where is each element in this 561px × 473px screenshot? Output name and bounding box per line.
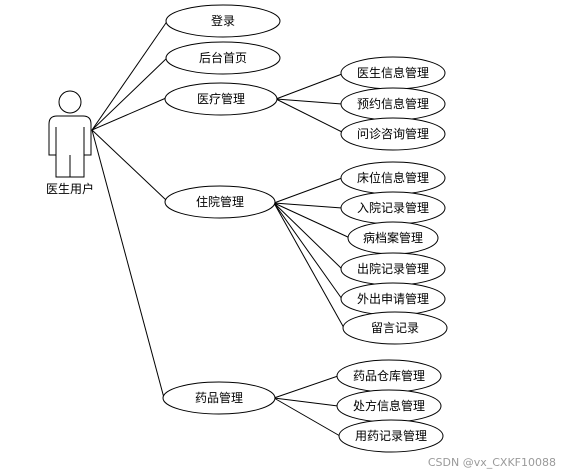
sub-case-leave-request[interactable]: 外出申请管理: [340, 282, 446, 316]
sub-case-consultation-ellipse: [340, 117, 446, 151]
sub-case-medical-record-label: 病档案管理: [363, 230, 423, 245]
drug-connectors: [273, 375, 341, 437]
use-case-inpatient[interactable]: 住院管理: [164, 185, 276, 219]
use-case-medical-label: 医疗管理: [197, 91, 245, 106]
sub-case-doctor-info-label: 医生信息管理: [357, 65, 429, 80]
connector-inpatient-1: [273, 177, 343, 204]
medical-connectors: [275, 73, 345, 134]
sub-case-consultation-label: 问诊咨询管理: [357, 126, 429, 141]
connector-drug-1: [273, 375, 339, 399]
sub-case-bed-info-label: 床位信息管理: [357, 170, 429, 185]
sub-case-bed-info[interactable]: 床位信息管理: [340, 161, 446, 195]
sub-case-discharge-label: 出院记录管理: [357, 261, 429, 276]
connector-medical-3: [275, 98, 345, 134]
use-case-drug-label: 药品管理: [195, 390, 243, 405]
use-case-home-ellipse: [165, 41, 281, 75]
sub-case-appointment-label: 预约信息管理: [357, 96, 429, 111]
use-case-medical-ellipse: [164, 82, 278, 116]
sub-case-medical-record[interactable]: 病档案管理: [347, 221, 439, 255]
sub-case-messages[interactable]: 留言记录: [342, 311, 448, 345]
connector-medical: [91, 97, 167, 131]
connector-inpatient-6: [273, 202, 345, 329]
inpatient-connectors: [273, 177, 351, 329]
sub-case-prescription[interactable]: 处方信息管理: [336, 389, 442, 423]
sub-case-consultation[interactable]: 问诊咨询管理: [340, 117, 446, 151]
actor-connectors: [91, 19, 169, 399]
sub-case-medication-record-label: 用药记录管理: [355, 428, 427, 443]
sub-case-drug-warehouse[interactable]: 药品仓库管理: [336, 359, 442, 393]
connector-inpatient-3: [273, 202, 351, 239]
sub-case-admission[interactable]: 入院记录管理: [340, 191, 446, 225]
use-case-drug[interactable]: 药品管理: [162, 381, 276, 415]
sub-case-medication-record[interactable]: 用药记录管理: [338, 419, 444, 453]
sub-case-messages-ellipse: [342, 311, 448, 345]
sub-case-discharge[interactable]: 出院记录管理: [340, 252, 446, 286]
connector-inpatient-2: [273, 202, 343, 209]
connector-inpatient: [91, 129, 167, 201]
use-case-login-label: 登录: [211, 13, 235, 28]
connector-drug-3: [273, 397, 341, 437]
sub-case-leave-request-label: 外出申请管理: [357, 291, 429, 306]
sub-case-prescription-label: 处方信息管理: [353, 398, 425, 413]
use-case-login-ellipse: [165, 4, 281, 38]
use-case-inpatient-label: 住院管理: [196, 194, 244, 209]
connector-medical-2: [275, 98, 343, 105]
watermark: CSDN @vx_CXKF10088: [428, 456, 556, 469]
connector-drug-2: [273, 397, 339, 407]
actor-label: 医生用户: [46, 181, 94, 196]
sub-case-appointment[interactable]: 预约信息管理: [340, 87, 446, 121]
sub-case-doctor-info[interactable]: 医生信息管理: [340, 56, 446, 90]
sub-case-drug-warehouse-label: 药品仓库管理: [353, 368, 425, 383]
actor-figure: [48, 90, 92, 178]
use-case-inpatient-ellipse: [164, 185, 276, 219]
connector-medical-1: [275, 73, 343, 100]
use-case-medical[interactable]: 医疗管理: [164, 82, 278, 116]
connector-inpatient-5: [273, 202, 343, 300]
sub-case-medication-record-ellipse: [338, 419, 444, 453]
connector-home: [91, 56, 169, 131]
actor-body: [48, 115, 92, 178]
connector-drug: [91, 129, 165, 399]
sub-case-messages-label: 留言记录: [371, 321, 419, 335]
sub-case-admission-label: 入院记录管理: [357, 200, 429, 215]
actor-head: [58, 90, 82, 114]
connector-inpatient-4: [273, 202, 343, 270]
use-case-home-label: 后台首页: [199, 50, 247, 65]
use-case-home[interactable]: 后台首页: [165, 41, 281, 75]
use-case-drug-ellipse: [162, 381, 276, 415]
use-case-login[interactable]: 登录: [165, 4, 281, 38]
connector-login: [91, 19, 169, 131]
